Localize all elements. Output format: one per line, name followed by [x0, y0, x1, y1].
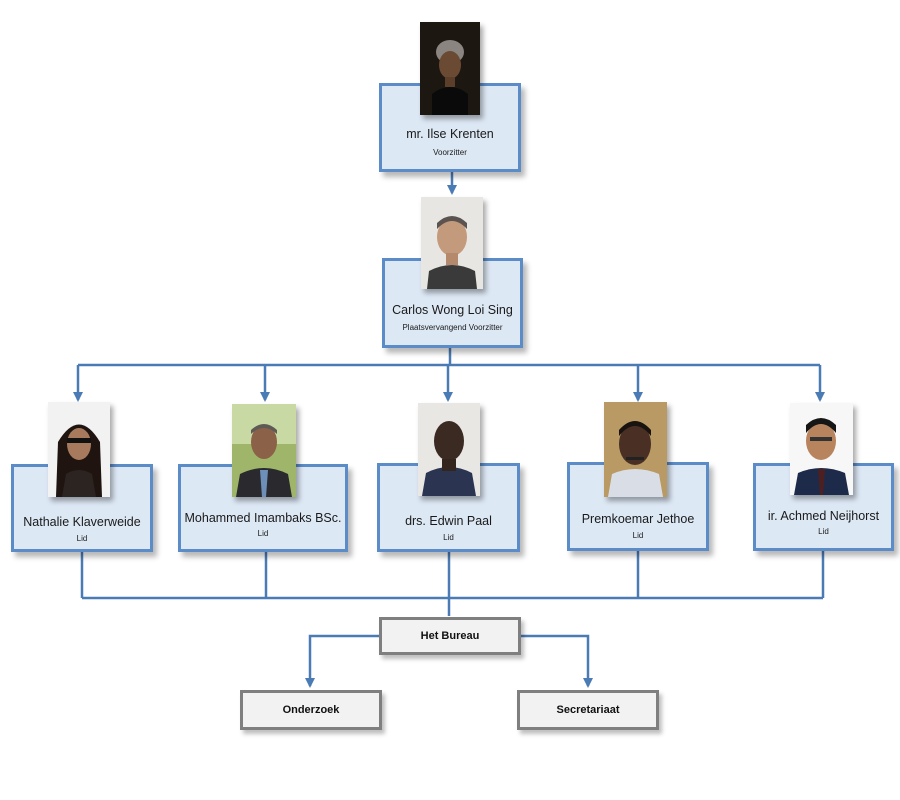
member-photo	[790, 403, 853, 495]
member-role: Lid	[818, 527, 829, 536]
member-photo	[604, 402, 667, 497]
member-name: Premkoemar Jethoe	[581, 512, 695, 526]
department-box-onderzoek: Onderzoek	[240, 690, 382, 730]
vice-chair-photo	[421, 197, 483, 289]
bureau-box: Het Bureau	[379, 617, 521, 655]
chair-name: mr. Ilse Krenten	[406, 127, 494, 141]
member-photo	[232, 404, 296, 497]
chair-role: Voorzitter	[433, 148, 467, 157]
department-box-secretariaat: Secretariaat	[517, 690, 659, 730]
member-role: Lid	[632, 531, 644, 540]
member-photo	[48, 402, 110, 497]
member-role: Lid	[443, 533, 454, 542]
member-name: ir. Achmed Neijhorst	[767, 509, 880, 523]
chair-box: mr. Ilse Krenten Voorzitter	[379, 83, 521, 172]
member-photo	[418, 403, 480, 496]
vice-chair-name: Carlos Wong Loi Sing	[392, 303, 513, 317]
member-role: Lid	[76, 534, 88, 543]
member-name: drs. Edwin Paal	[405, 514, 492, 528]
chair-photo	[420, 22, 480, 115]
member-role: Lid	[257, 529, 269, 538]
member-name: Mohammed Imambaks BSc.	[184, 511, 342, 525]
vice-chair-role: Plaatsvervangend Voorzitter	[402, 323, 503, 332]
member-box: drs. Edwin Paal Lid	[377, 463, 520, 552]
member-name: Nathalie Klaverweide	[23, 515, 141, 529]
